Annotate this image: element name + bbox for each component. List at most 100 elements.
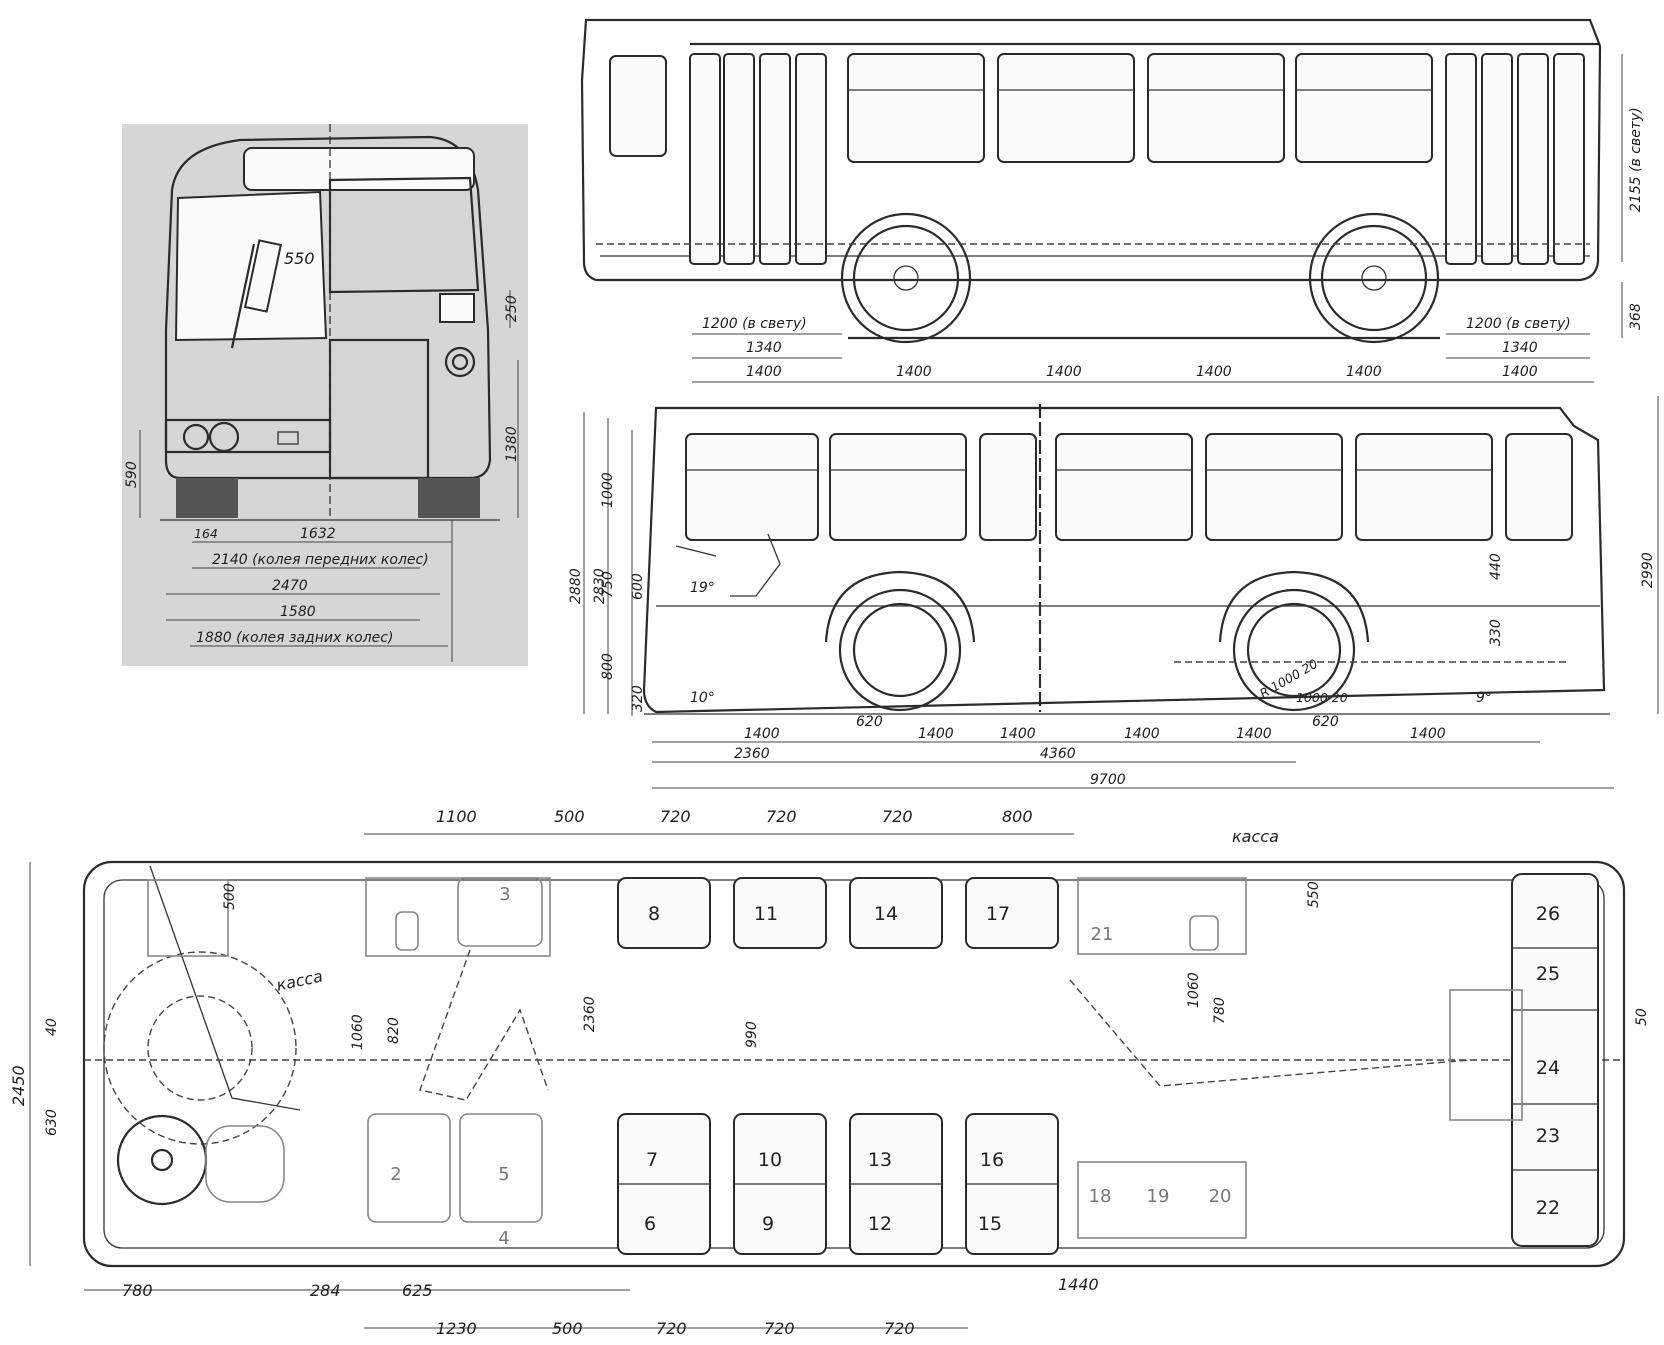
dim-door-inner: 820 (386, 1017, 402, 1044)
dim-top-2: 500 (554, 807, 585, 826)
headlight-right (208, 421, 240, 453)
rear-hub (1361, 265, 1387, 291)
dim-ground: 320 (630, 685, 646, 712)
dim-door-front: 1340 (746, 340, 782, 356)
dim-seat: 600 (630, 573, 646, 600)
wiper (230, 243, 256, 349)
dim-bottom-1: 1230 (436, 1319, 477, 1338)
driver-seat (730, 533, 781, 597)
side-window (1147, 53, 1285, 163)
rear-arch (1218, 570, 1370, 643)
dim-lamp: 250 (504, 295, 520, 322)
dim-bay-6: 1400 (1502, 364, 1538, 380)
dim-drive-offset: 50 (1634, 1008, 1650, 1026)
dim-front-track: 2140 (колея передних колес) (212, 552, 429, 568)
front-door (328, 338, 430, 480)
steering-wheel (116, 1114, 208, 1206)
seat-22: 22 (1536, 1197, 1560, 1219)
dim-rear-seat-depth: 550 (1306, 881, 1322, 908)
dim-seat-rows-gap: 2360 (582, 996, 598, 1032)
dim-rear-track: 1880 (колея задних колес) (196, 630, 393, 646)
rear-wheel (1308, 212, 1440, 344)
dim-top-5: 720 (882, 807, 913, 826)
destination-sign (243, 147, 475, 191)
side-window (1355, 433, 1493, 541)
seat-16: 16 (980, 1149, 1004, 1171)
dim-front-overhang: 2360 (734, 746, 770, 762)
front-wheel (840, 212, 972, 344)
dim-steering-angle: 19° (690, 580, 715, 596)
dim-inner: 1632 (300, 526, 336, 542)
dim-bottom-5: 1400 (1124, 726, 1160, 742)
dim-aisle: 990 (744, 1021, 760, 1048)
front-wheel (838, 588, 962, 712)
front-hub (893, 265, 919, 291)
dim-bottom-2: 620 (856, 714, 883, 730)
steering-column (675, 545, 717, 557)
dim-rear-low: 330 (1488, 619, 1504, 646)
seat-box-14 (849, 877, 943, 949)
door-leaf (1445, 53, 1477, 265)
front-arch (824, 570, 976, 643)
steering-hub (150, 1148, 174, 1172)
headlight-left (182, 423, 210, 451)
dim-bottom-r2-1: 780 (122, 1281, 153, 1300)
side-view-left: 2880 2830 1000 750 600 800 320 19° 10° 9… (568, 396, 1659, 789)
dim-bottom-3: 1400 (918, 726, 954, 742)
seat-3: 3 (499, 884, 510, 905)
dim-rear-height: 2990 (1640, 552, 1656, 588)
dim-door-width: 1060 (350, 1014, 366, 1050)
dim-plan-width: 2450 (9, 1065, 28, 1106)
door-leaf (1517, 53, 1549, 265)
dim-bay-3: 1400 (1046, 364, 1082, 380)
side-window (1055, 433, 1193, 541)
side-window (1205, 433, 1343, 541)
plan-body-outline (82, 860, 1626, 1268)
dim-plan-offset: 40 (44, 1018, 60, 1036)
front-wheel-inner (852, 224, 960, 332)
left-body-outline (642, 406, 1606, 714)
right-windscreen (328, 176, 480, 294)
engine-block (1449, 989, 1523, 1121)
seat-8: 8 (648, 903, 660, 925)
dim-bottom-6: 1400 (1236, 726, 1272, 742)
side-window (979, 433, 1037, 541)
dim-floor-step: 368 (1628, 303, 1644, 330)
dim-tyre-rear: 1000 20 (1296, 690, 1348, 705)
seat-18: 18 (1089, 1186, 1112, 1207)
dim-door-clear-front: 1200 (в свету) (702, 316, 807, 332)
seat-box-11 (733, 877, 827, 949)
seat-row-lower: 7 6 10 9 13 12 16 15 (617, 1113, 1059, 1255)
rear-wheel (1232, 588, 1356, 712)
seat-2: 2 (390, 1164, 401, 1185)
dim-wheelbase: 4360 (1040, 746, 1076, 762)
side-body-outline (580, 18, 1602, 282)
dim-bottom-r2-3: 625 (402, 1281, 433, 1300)
dim-bottom-7: 620 (1312, 714, 1339, 730)
side-window (997, 53, 1135, 163)
dim-side: 1380 (504, 426, 520, 462)
front-door-leaves (689, 53, 827, 265)
cash-box-front-label: касса (275, 966, 325, 994)
side-lamp (444, 346, 476, 378)
rear-seat-bench (1077, 1161, 1247, 1239)
front-wheel-turn (103, 951, 297, 1145)
seat-26: 26 (1536, 903, 1560, 925)
driver-seat (205, 1125, 285, 1203)
front-wheels-left (176, 478, 238, 518)
dim-overall-height: 2880 (568, 568, 584, 604)
rear-door-leaves (1445, 53, 1585, 265)
dim-panel: 750 (600, 571, 616, 598)
dim-rear-door-inner: 780 (1212, 997, 1228, 1024)
dim-top-1: 1100 (436, 807, 477, 826)
dim-bay-5: 1400 (1346, 364, 1382, 380)
seat-19: 19 (1147, 1186, 1170, 1207)
dim-rear-block: 1440 (1058, 1275, 1099, 1294)
cab-partition (149, 865, 301, 1111)
seat-14: 14 (874, 903, 898, 925)
dim-door-clear-rear: 1200 (в свету) (1466, 316, 1571, 332)
seat-box-2 (367, 1113, 451, 1223)
cash-box-rear-label: касса (1232, 827, 1279, 846)
dim-top-6: 800 (1002, 807, 1033, 826)
seat-6: 6 (644, 1213, 656, 1235)
